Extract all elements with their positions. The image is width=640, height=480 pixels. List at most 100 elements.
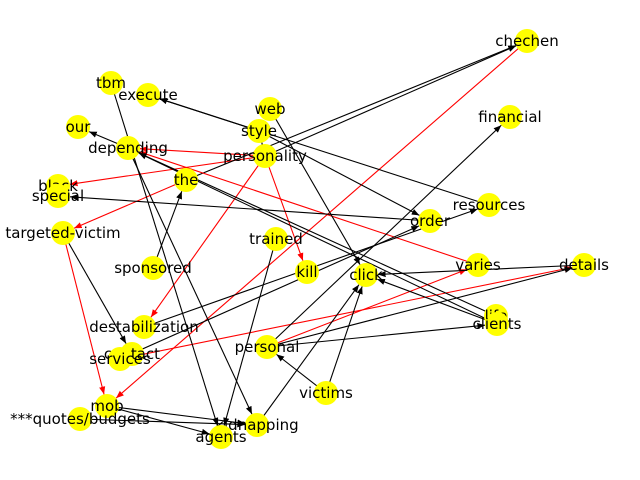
node-circle — [51, 221, 75, 245]
node-label: special — [32, 187, 84, 205]
node-our: our — [66, 115, 91, 139]
node-label: kidnapping — [215, 416, 298, 434]
node-circle — [295, 260, 319, 284]
node-tbm: tbm — [96, 71, 126, 95]
node-destabilization: destabilization — [89, 315, 199, 339]
node-label: clients — [472, 315, 521, 333]
node-label: style — [241, 122, 277, 140]
edge-varies-to-depending — [139, 151, 479, 266]
node-circle — [314, 381, 338, 405]
node-label: click — [349, 266, 383, 284]
node-personal: personal — [235, 335, 300, 359]
node-victims: victims — [299, 381, 353, 405]
node-label: agents — [195, 428, 246, 446]
node-label: ***quotes/budgets — [10, 410, 150, 428]
edge-style-to-execute — [159, 98, 260, 132]
node-kill: kill — [295, 260, 319, 284]
node-execute: execute — [118, 83, 178, 107]
edge-personality-to-chechen — [264, 45, 517, 157]
edge-the-to-chechen — [185, 45, 517, 181]
edge-personal-to-details — [266, 266, 573, 348]
node-label: destabilization — [89, 318, 198, 336]
node-order: order — [410, 209, 451, 233]
edge-personality-to-depending — [139, 146, 266, 157]
edge-clients-to-click — [377, 278, 498, 325]
edge-web-to-click — [269, 108, 361, 265]
edge-kidnapping-to-click — [256, 284, 360, 426]
node-services: services — [89, 347, 151, 371]
node-chechen: chechen — [495, 29, 559, 53]
node-click: click — [349, 263, 383, 287]
node-circle — [136, 83, 160, 107]
node-depending: depending — [88, 136, 168, 160]
node-circle — [255, 335, 279, 359]
node-circle — [485, 312, 509, 336]
edge-services-to-details — [119, 265, 573, 360]
node-style: style — [241, 119, 277, 143]
node-the: the — [174, 168, 199, 192]
node-label: sponsored — [114, 259, 192, 277]
node-circle — [209, 425, 233, 449]
node-label: order — [410, 212, 451, 230]
edge-services-to-order — [119, 225, 420, 360]
node-label: details — [559, 256, 609, 274]
node-resources: resources — [453, 193, 526, 217]
node-circle — [515, 29, 539, 53]
node-label: the — [174, 171, 199, 189]
node-circle — [108, 347, 132, 371]
edge-personality-to-kill — [264, 155, 304, 261]
edge-victims-to-click — [325, 286, 363, 394]
node-circle — [258, 97, 282, 121]
node-clients: clients — [472, 312, 522, 336]
node-label: victims — [299, 384, 353, 402]
node-label: depending — [88, 139, 168, 157]
edge-personal-to-clients — [266, 322, 486, 348]
edge-style-to-order — [258, 130, 420, 216]
edge-personality-to-destabilization — [150, 155, 266, 318]
node-label: trained — [249, 230, 303, 248]
node-label: personality — [223, 147, 307, 165]
node-circle — [247, 119, 271, 143]
node-personality: personality — [223, 144, 307, 168]
node-label: mob — [90, 397, 123, 415]
node-special: special — [32, 184, 84, 208]
node-label: varies — [455, 256, 501, 274]
node-label: web — [254, 100, 285, 118]
node-label: resources — [453, 196, 526, 214]
node-varies: varies — [455, 253, 501, 277]
edge-personal-to-varies — [266, 268, 468, 348]
node-label: targeted-victim — [5, 224, 120, 242]
node-circle — [95, 394, 119, 418]
edge-clients-to-depending — [138, 152, 498, 325]
edge-tbm-to-agents — [110, 82, 219, 426]
node-circle — [141, 256, 165, 280]
node-circle — [264, 227, 288, 251]
node-circle — [66, 115, 90, 139]
node-circle — [116, 136, 140, 160]
edge-quotes-to-kidnapping — [79, 418, 246, 428]
edge-the-to-targeted-victim — [73, 179, 187, 229]
node-label: execute — [118, 86, 177, 104]
node-label: services — [89, 350, 151, 368]
edge-order-to-special — [69, 194, 431, 222]
node-targeted-victim: targeted-victim — [5, 221, 121, 245]
node-mob: mob — [90, 394, 124, 418]
node-label: kill — [296, 263, 317, 281]
node-circle — [354, 263, 378, 287]
edge-mob-to-agents — [106, 405, 210, 435]
edge-sponsored-to-the — [152, 191, 183, 269]
node-web: web — [254, 97, 286, 121]
node-financial: financial — [478, 105, 542, 129]
node-circle — [46, 184, 70, 208]
node-trained: trained — [249, 227, 303, 251]
node-circle — [68, 407, 92, 431]
edge-depending-to-kidnapping — [127, 147, 253, 415]
node-circle — [253, 144, 277, 168]
edge-life-to-depending — [138, 152, 497, 317]
edge-mob-to-kidnapping — [106, 405, 246, 426]
edge-chechen-to-mob — [115, 40, 528, 399]
node-circle — [132, 315, 156, 339]
node-label: personal — [235, 338, 300, 356]
